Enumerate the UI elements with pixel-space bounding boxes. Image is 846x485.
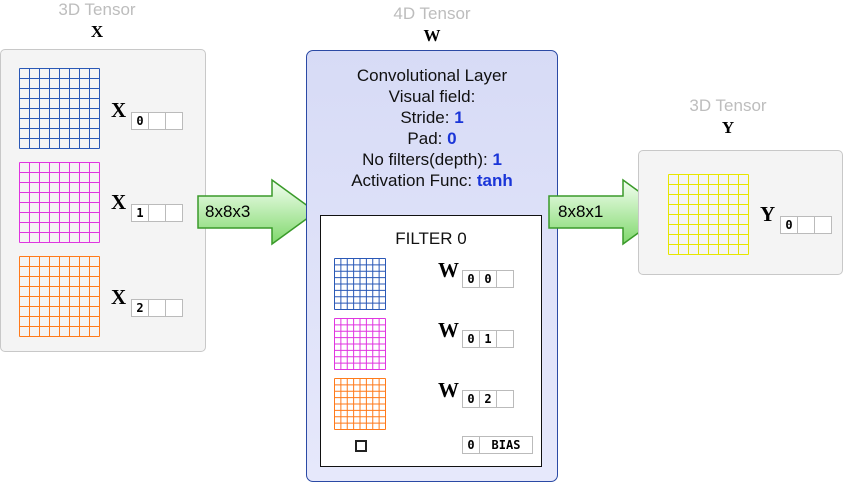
w1-symbol: W [438, 318, 459, 342]
w2-grid [334, 378, 386, 430]
w1-grid [334, 318, 386, 370]
x1-symbol: X [111, 190, 127, 214]
y0-grid [668, 174, 749, 255]
layer-visual-field: Visual field: [388, 87, 476, 106]
w0-symbol: W [438, 258, 459, 282]
tensor-x-name: X [90, 22, 104, 41]
x2-grid [19, 256, 100, 337]
layer-activation: Activation Func: tanh [351, 171, 513, 190]
tensor-w-caption: 4D Tensor [393, 4, 471, 23]
w0-grid [334, 258, 386, 310]
tensor-w-name: W [423, 26, 441, 45]
tensor-x-caption: 3D Tensor [58, 0, 136, 19]
x2-symbol: X [111, 285, 127, 309]
arrow-out-label: 8x8x1 [558, 202, 604, 221]
layer-stride: Stride: 1 [400, 108, 464, 127]
layer-title: Convolutional Layer [356, 66, 508, 85]
x1-index: 1 [131, 204, 183, 222]
arrow-in-shape [197, 178, 318, 246]
layer-filters: No filters(depth): 1 [362, 150, 502, 169]
x2-index: 2 [131, 299, 183, 317]
x0-grid [19, 68, 100, 149]
y0-symbol: Y [760, 202, 776, 226]
x0-symbol: X [111, 98, 127, 122]
x1-grid [19, 162, 100, 243]
filter-title: FILTER 0 [395, 229, 467, 248]
layer-info: Convolutional Layer Visual field: Stride… [310, 65, 554, 191]
w2-symbol: W [438, 378, 459, 402]
bias-square-icon [355, 440, 367, 452]
x0-index: 0 [131, 112, 183, 130]
layer-pad: Pad: 0 [407, 129, 457, 148]
tensor-y-caption: 3D Tensor [689, 96, 767, 115]
y0-index: 0 [780, 216, 832, 234]
arrow-in-label: 8x8x3 [205, 202, 251, 221]
tensor-y-name: Y [721, 118, 735, 137]
